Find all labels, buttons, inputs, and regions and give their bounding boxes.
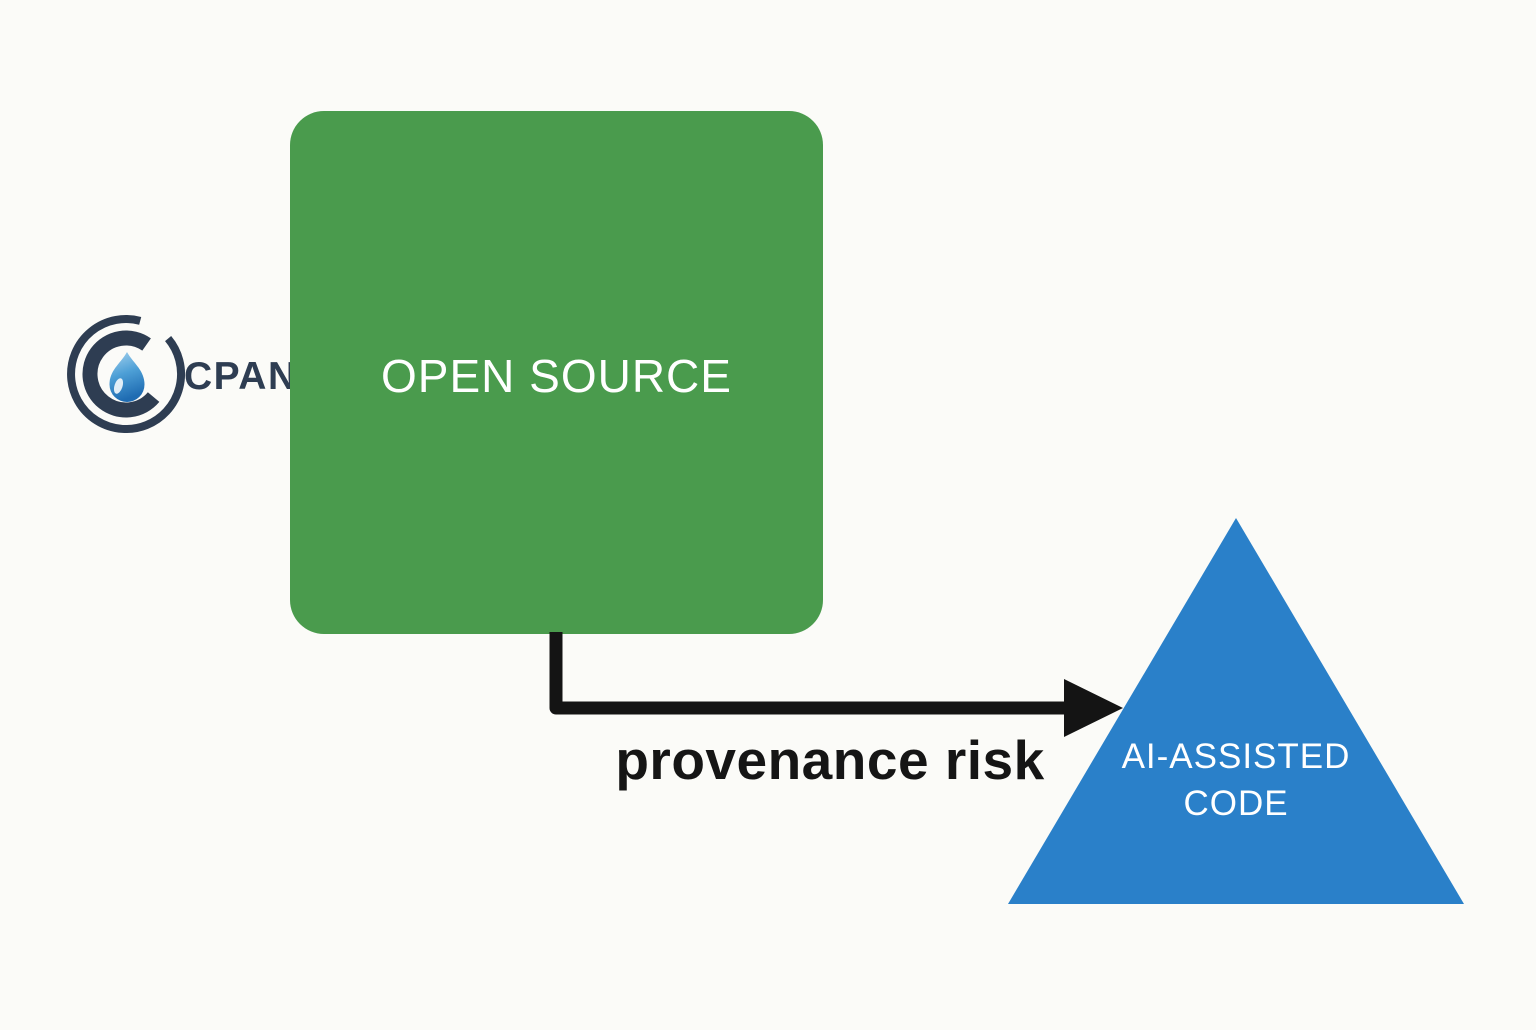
logo-text: CPAN: [184, 355, 298, 398]
ai-assisted-code-label: AI-ASSISTED CODE: [1121, 737, 1351, 823]
provenance-risk-label: provenance risk: [615, 729, 1045, 791]
logo-inner-c: [82, 330, 160, 418]
droplet-highlight: [113, 378, 124, 394]
water-droplet-icon: [109, 352, 145, 402]
arrow-shaft: [549, 632, 1070, 715]
cpan-logo: CPAN: [64, 312, 298, 438]
ai-assisted-code-triangle: AI-ASSISTED CODE: [1008, 518, 1464, 904]
cpan-droplet-ring-icon: [67, 315, 186, 433]
logo-outer-ring: [67, 315, 186, 433]
open-source-label: OPEN SOURCE: [381, 349, 732, 402]
open-source-box: OPEN SOURCE: [290, 111, 823, 634]
